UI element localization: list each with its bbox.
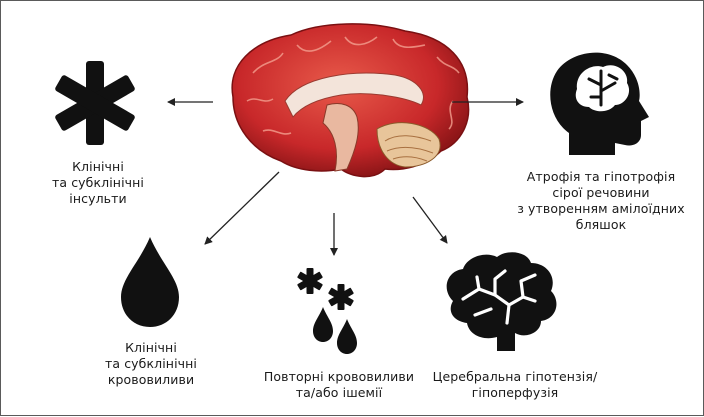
central-brain-illustration <box>232 24 468 177</box>
label-atrophy: Атрофія та гіпотрофія сірої речовини з у… <box>511 169 691 233</box>
label-strokes: Клінічні та субклінічні інсульти <box>35 159 161 207</box>
head-brain-icon <box>550 53 649 155</box>
asterisk-icon <box>54 61 136 145</box>
label-hemorrhages: Клінічні та субклінічні крововиливи <box>81 340 221 388</box>
arrow-to-hemorrhages <box>205 172 279 244</box>
brain-icon <box>447 252 557 351</box>
arrow-to-hypotension <box>413 197 447 243</box>
label-repeated: Повторні крововиливи та/або ішемії <box>251 369 427 401</box>
label-hypotension: Церебральна гіпотензія/ гіпоперфузія <box>423 369 607 401</box>
drop-icon <box>121 237 179 327</box>
asterisks-drops-icon <box>297 268 357 354</box>
